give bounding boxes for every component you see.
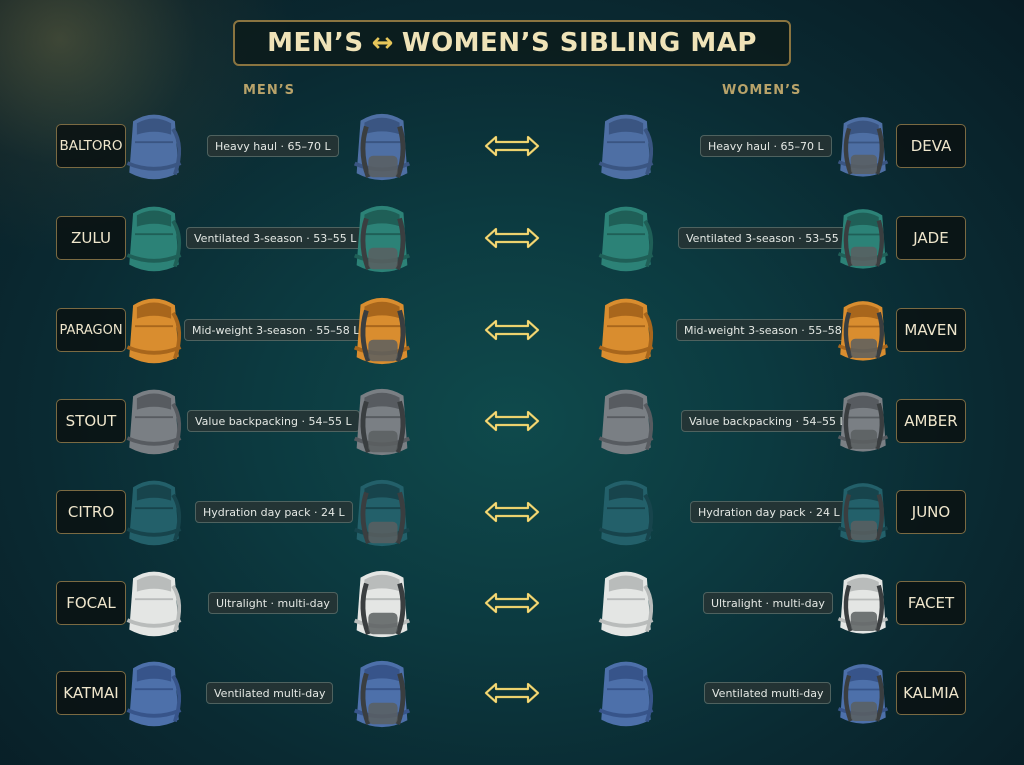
womens-backpack-back-icon: [828, 106, 898, 186]
womens-backpack-front-icon: [588, 106, 664, 186]
mens-backpack-front-icon: [116, 106, 192, 186]
mens-description-tag: Ventilated multi-day: [206, 682, 334, 704]
womens-backpack-back-icon: [828, 290, 898, 370]
mens-model-name: STOUT: [56, 399, 126, 443]
sibling-row: FOCAL FACET Ultralight · multi-day Ultralig…: [0, 563, 1024, 643]
womens-model-name: JADE: [896, 216, 966, 260]
womens-model-label: MAVEN: [904, 321, 958, 339]
mens-description-tag: Hydration day pack · 24 L: [195, 501, 353, 523]
mens-backpack-front-icon: [116, 381, 192, 461]
mens-backpack-front-icon: [116, 653, 192, 733]
womens-model-name: MAVEN: [896, 308, 966, 352]
sibling-row: STOUT AMBER Value backpacking · 54–55 L Val…: [0, 381, 1024, 461]
mens-model-name: ZULU: [56, 216, 126, 260]
mens-model-label: KATMAI: [63, 684, 119, 702]
mens-description-tag: Ultralight · multi-day: [208, 592, 338, 614]
womens-backpack-front-icon: [588, 563, 664, 643]
womens-column-header: WOMEN’S: [722, 83, 802, 98]
womens-model-label: DEVA: [910, 137, 952, 155]
sibling-arrow-icon: [482, 497, 542, 527]
mens-description-tag: Value backpacking · 54–55 L: [187, 410, 360, 432]
womens-description-tag: Heavy haul · 65–70 L: [700, 135, 832, 157]
mens-backpack-front-icon: [116, 290, 192, 370]
womens-backpack-back-icon: [828, 472, 898, 552]
womens-model-name: DEVA: [896, 124, 966, 168]
womens-description-tag: Ventilated multi-day: [704, 682, 832, 704]
title-womens: WOMEN’S SIBLING MAP: [401, 28, 757, 58]
sibling-arrow-icon: [482, 131, 542, 161]
page-title: MEN’S ↔ WOMEN’S SIBLING MAP: [233, 20, 791, 66]
womens-model-label: FACET: [907, 594, 955, 612]
sibling-row: ZULU JADE Ventilated 3-season · 53–55 L Ven…: [0, 198, 1024, 278]
mens-backpack-back-icon: [343, 472, 421, 552]
womens-backpack-back-icon: [828, 198, 898, 278]
mens-model-label: CITRO: [67, 503, 115, 521]
mens-model-name: BALTORO: [56, 124, 126, 168]
womens-backpack-back-icon: [828, 653, 898, 733]
womens-description-tag: Value backpacking · 54–55 L: [681, 410, 854, 432]
sibling-arrow-icon: [482, 223, 542, 253]
womens-description-tag: Ventilated 3-season · 53–55 L: [678, 227, 857, 249]
sibling-row: CITRO JUNO Hydration day pack · 24 L Hydrat…: [0, 472, 1024, 552]
womens-backpack-front-icon: [588, 472, 664, 552]
mens-backpack-front-icon: [116, 563, 192, 643]
mens-model-name: PARAGON: [56, 308, 126, 352]
mens-backpack-back-icon: [343, 106, 421, 186]
mens-model-name: KATMAI: [56, 671, 126, 715]
sibling-row: KATMAI KALMIA Ventilated multi-day Ventilat…: [0, 653, 1024, 733]
title-arrow-icon: ↔: [371, 28, 394, 58]
sibling-row: BALTORO DEVA Heavy haul · 65–70 L Heavy hau…: [0, 106, 1024, 186]
womens-model-label: KALMIA: [903, 684, 959, 702]
womens-backpack-back-icon: [828, 563, 898, 643]
womens-model-name: FACET: [896, 581, 966, 625]
womens-model-label: JADE: [913, 229, 949, 247]
sibling-arrow-icon: [482, 588, 542, 618]
womens-model-label: JUNO: [911, 503, 951, 521]
sibling-row: PARAGON MAVEN Mid-weight 3-season · 55–58 …: [0, 290, 1024, 370]
mens-model-label: FOCAL: [66, 594, 116, 612]
womens-description-tag: Mid-weight 3-season · 55–58 L: [676, 319, 860, 341]
mens-description-tag: Ventilated 3-season · 53–55 L: [186, 227, 365, 249]
mens-column-header: MEN’S: [243, 83, 295, 98]
mens-description-tag: Heavy haul · 65–70 L: [207, 135, 339, 157]
mens-backpack-back-icon: [343, 563, 421, 643]
sibling-arrow-icon: [482, 678, 542, 708]
womens-description-tag: Ultralight · multi-day: [703, 592, 833, 614]
womens-model-label: AMBER: [904, 412, 958, 430]
mens-model-label: PARAGON: [59, 322, 123, 338]
mens-backpack-back-icon: [343, 290, 421, 370]
mens-backpack-front-icon: [116, 472, 192, 552]
mens-backpack-back-icon: [343, 653, 421, 733]
womens-model-name: AMBER: [896, 399, 966, 443]
mens-model-label: BALTORO: [59, 138, 123, 154]
title-mens: MEN’S: [267, 28, 364, 58]
mens-model-label: STOUT: [65, 412, 117, 430]
womens-backpack-front-icon: [588, 198, 664, 278]
mens-backpack-back-icon: [343, 198, 421, 278]
womens-backpack-front-icon: [588, 653, 664, 733]
womens-model-name: JUNO: [896, 490, 966, 534]
sibling-arrow-icon: [482, 315, 542, 345]
womens-backpack-front-icon: [588, 381, 664, 461]
womens-backpack-back-icon: [828, 381, 898, 461]
sibling-arrow-icon: [482, 406, 542, 436]
womens-description-tag: Hydration day pack · 24 L: [690, 501, 848, 523]
mens-backpack-front-icon: [116, 198, 192, 278]
womens-model-name: KALMIA: [896, 671, 966, 715]
mens-model-name: FOCAL: [56, 581, 126, 625]
mens-backpack-back-icon: [343, 381, 421, 461]
mens-model-label: ZULU: [71, 229, 111, 247]
womens-backpack-front-icon: [588, 290, 664, 370]
mens-model-name: CITRO: [56, 490, 126, 534]
mens-description-tag: Mid-weight 3-season · 55–58 L: [184, 319, 368, 341]
